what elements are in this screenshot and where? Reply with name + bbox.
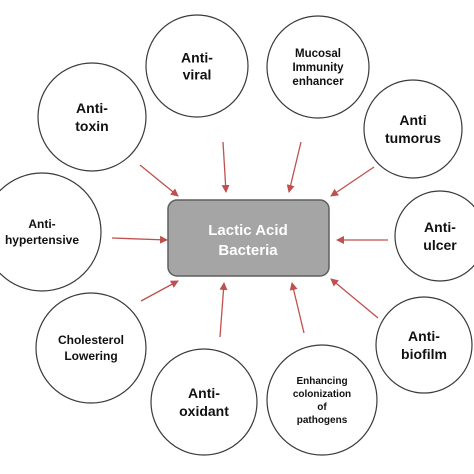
node-label-line: Anti- — [76, 100, 108, 116]
node-antiviral: Anti-viral — [145, 14, 249, 118]
node-label-line: Anti- — [188, 385, 220, 401]
node-label-line: Immunity — [292, 62, 344, 74]
node-label-line: colonization — [293, 389, 351, 400]
node-circle-antihypertensive — [0, 172, 102, 292]
arrows-group — [111, 141, 388, 338]
node-circle-antibiofilm — [375, 296, 473, 394]
node-antitumorus: Anti tumorus — [363, 79, 463, 179]
node-antioxidant: Anti-oxidant — [150, 348, 258, 456]
node-label-line: toxin — [75, 118, 108, 134]
arrow-colonization — [289, 282, 305, 334]
node-label-line: Lowering — [64, 349, 117, 363]
node-label-line: oxidant — [179, 403, 229, 419]
node-circle-antiviral — [145, 14, 249, 118]
node-label-line: tumorus — [385, 130, 441, 146]
node-label-line: Anti- — [181, 49, 213, 65]
arrow-cholesterol — [140, 280, 179, 302]
arrow-mucosal — [286, 141, 302, 193]
arrow-antibiofilm — [330, 278, 379, 319]
center-rect — [167, 199, 330, 277]
node-circle-antiulcer — [394, 190, 474, 282]
node-label-line: enhancer — [292, 76, 344, 88]
node-label-line: Anti- — [424, 219, 456, 235]
arrow-antioxidant — [219, 282, 228, 338]
node-label-line: of — [317, 402, 327, 413]
node-circle-mucosal — [266, 15, 370, 119]
node-label-line: ulcer — [423, 237, 457, 253]
node-label-line: pathogens — [297, 415, 348, 426]
node-label-line: viral — [183, 66, 212, 82]
node-antitoxin: Anti-toxin — [37, 62, 147, 172]
node-label-line: Anti — [399, 112, 426, 128]
node-label-line: Anti- — [28, 217, 55, 231]
node-label-line: Enhancing — [296, 376, 347, 387]
node-antiulcer: Anti-ulcer — [394, 190, 474, 282]
node-circle-antioxidant — [150, 348, 258, 456]
node-circle-cholesterol — [35, 292, 147, 404]
node-circle-antitumorus — [363, 79, 463, 179]
center-label-line: Bacteria — [218, 242, 278, 259]
node-antihypertensive: Anti-hypertensive — [0, 172, 102, 292]
arrow-antitumorus — [330, 166, 375, 197]
node-colonization: Enhancing colonization of pathogens — [266, 344, 378, 456]
node-circle-colonization — [266, 344, 378, 456]
node-label-line: Anti- — [408, 328, 440, 344]
node-circle-antitoxin — [37, 62, 147, 172]
arrow-antihypertensive — [111, 235, 168, 244]
center-label-line: Lactic Acid — [208, 222, 287, 239]
node-label-line: Cholesterol — [58, 333, 124, 347]
node-label-line: Mucosal — [295, 48, 341, 60]
arrow-antitoxin — [139, 164, 179, 197]
node-label-line: hypertensive — [5, 233, 79, 247]
node-label-line: biofilm — [401, 346, 447, 362]
node-antibiofilm: Anti-biofilm — [375, 296, 473, 394]
arrow-antiviral — [221, 141, 230, 193]
